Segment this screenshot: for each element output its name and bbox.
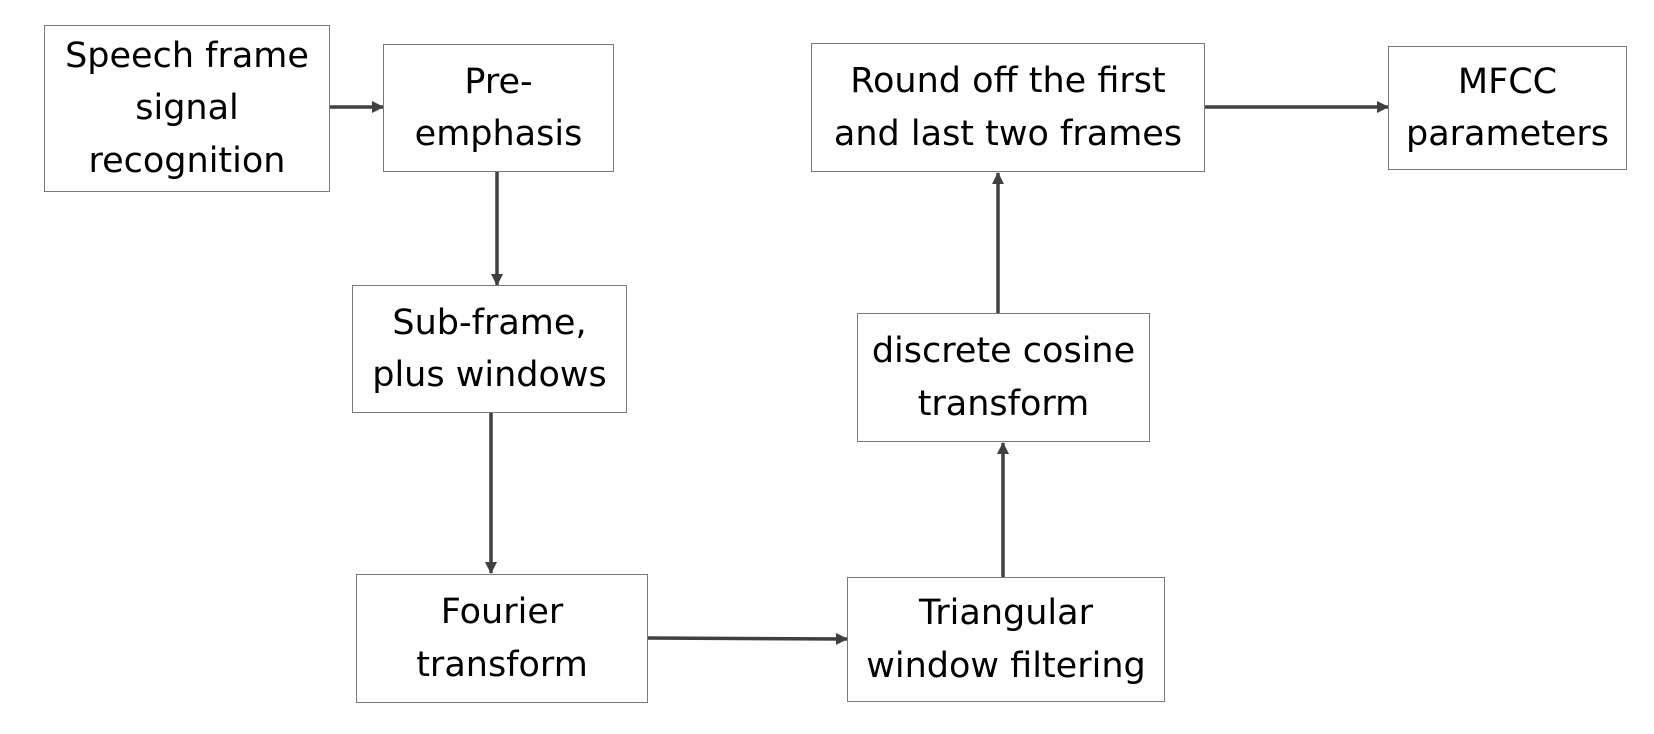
arrow-fourier-to-triangular — [646, 632, 848, 645]
node-label: Fourier transform — [416, 592, 588, 685]
node-triangular-window-filtering: Triangular window filtering — [847, 577, 1165, 702]
node-pre-emphasis: Pre- emphasis — [383, 44, 614, 172]
node-mfcc-parameters: MFCC parameters — [1388, 46, 1627, 170]
node-label: Sub-frame, plus windows — [372, 302, 607, 396]
node-label: Triangular window filtering — [866, 593, 1146, 686]
node-label: Pre- emphasis — [414, 61, 583, 155]
node-label: MFCC parameters — [1405, 61, 1609, 155]
node-round-off-first-last-frames: Round off the first and last two frames — [811, 43, 1205, 172]
node-discrete-cosine-transform: discrete cosine transform — [857, 313, 1150, 442]
node-label: Speech frame signal recognition — [65, 35, 309, 181]
node-fourier-transform: Fourier transform — [356, 574, 648, 703]
node-label: Round off the first and last two frames — [833, 61, 1183, 154]
node-label: discrete cosine transform — [871, 331, 1136, 424]
node-sub-frame-plus-windows: Sub-frame, plus windows — [352, 285, 627, 413]
node-speech-frame-signal-recognition: Speech frame signal recognition — [44, 25, 330, 192]
